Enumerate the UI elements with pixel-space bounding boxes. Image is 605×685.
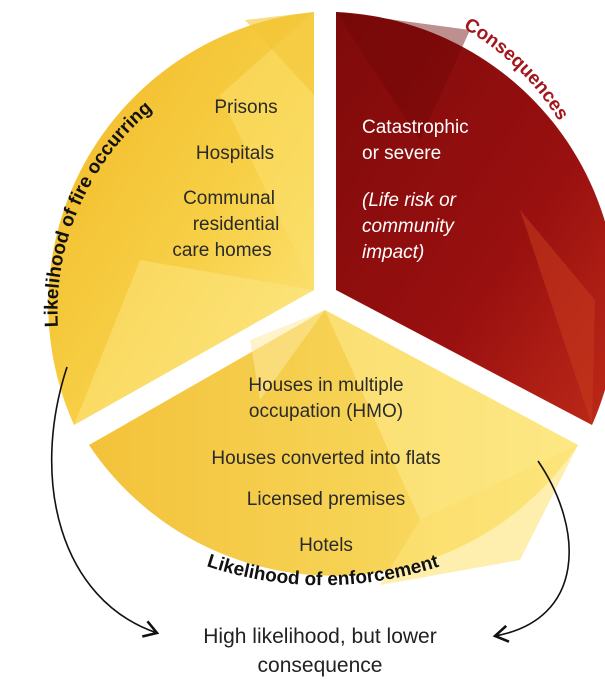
footer-line1: High likelihood, but lower [203, 625, 436, 648]
label-hotels: Hotels [299, 535, 353, 556]
segment-enforcement [89, 310, 578, 585]
label-hospitals: Hospitals [196, 143, 274, 164]
arrow-left [50, 366, 160, 638]
label-converted-flats: Houses converted into flats [211, 448, 440, 469]
label-residential: residential [193, 214, 280, 235]
label-communal: Communal [183, 188, 275, 209]
segment-likelihood-fire [48, 12, 314, 425]
label-impact: impact) [362, 242, 424, 263]
segment-consequences [336, 12, 605, 425]
arrow-right [492, 460, 570, 643]
label-hmo-line2: occupation (HMO) [249, 401, 403, 422]
label-catastrophic: Catastrophic [362, 117, 469, 138]
label-community: community [362, 216, 455, 237]
label-hmo-line1: Houses in multiple [248, 375, 403, 396]
label-prisons: Prisons [214, 97, 277, 118]
footer-line2: consequence [258, 654, 383, 677]
label-care-homes: care homes [172, 240, 271, 261]
label-or-severe: or severe [362, 143, 441, 164]
label-licensed-premises: Licensed premises [247, 489, 405, 510]
label-life-risk: (Life risk or [362, 190, 457, 211]
